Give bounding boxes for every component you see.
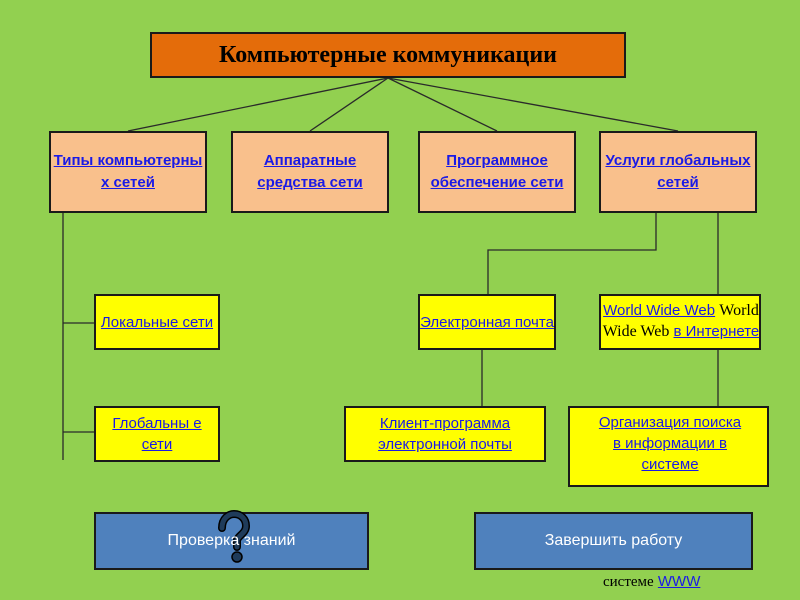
question-mark-icon: [218, 510, 251, 563]
category-link[interactable]: Аппаратные средства сети: [257, 152, 363, 191]
diagram-title: Компьютерные коммуникации: [150, 32, 626, 78]
item-local-networks[interactable]: Локальные сети: [94, 294, 220, 350]
button-label: Завершить работу: [544, 532, 683, 549]
finish-button[interactable]: Завершить работу: [474, 512, 753, 570]
button-label: Проверка знаний: [167, 532, 296, 549]
www-hidden-link[interactable]: WWW: [657, 573, 701, 590]
category-global-services[interactable]: Услуги глобальных сетей: [599, 131, 757, 213]
category-network-types[interactable]: Типы компьютерны х сетей: [49, 131, 207, 213]
category-software[interactable]: Программное обеспечение сети: [418, 131, 576, 213]
category-link[interactable]: Программное обеспечение сети: [430, 152, 564, 191]
check-knowledge-button[interactable]: Проверка знаний: [94, 510, 369, 570]
item-email[interactable]: Электронная почта: [418, 294, 556, 350]
hidden-text: системе WWW: [603, 573, 700, 591]
category-link[interactable]: Типы компьютерны х сетей: [53, 152, 203, 191]
www-link[interactable]: World Wide Web: [603, 302, 716, 319]
item-global-networks[interactable]: Глобальны е сети: [94, 406, 220, 462]
item-link[interactable]: Электронная почта: [420, 313, 554, 331]
item-email-client[interactable]: Клиент-программа электронной почты: [344, 406, 546, 462]
item-link[interactable]: Глобальны е сети: [112, 415, 202, 453]
item-www[interactable]: World Wide Web World Wide Web в Интернет…: [599, 294, 761, 350]
item-link[interactable]: Клиент-программа электронной почты: [378, 415, 512, 453]
www-text: World Wide Web: [602, 302, 759, 340]
item-link[interactable]: Локальные сети: [100, 313, 214, 331]
item-link[interactable]: Организация поиска в информации в систем…: [598, 414, 742, 473]
category-hardware[interactable]: Аппаратные средства сети: [231, 131, 389, 213]
www-internet-link[interactable]: в Интернете: [673, 323, 760, 340]
category-link[interactable]: Услуги глобальных сетей: [605, 152, 751, 191]
item-search-organization[interactable]: Организация поиска в информации в систем…: [568, 406, 769, 487]
hidden-text-plain: системе: [603, 574, 654, 590]
